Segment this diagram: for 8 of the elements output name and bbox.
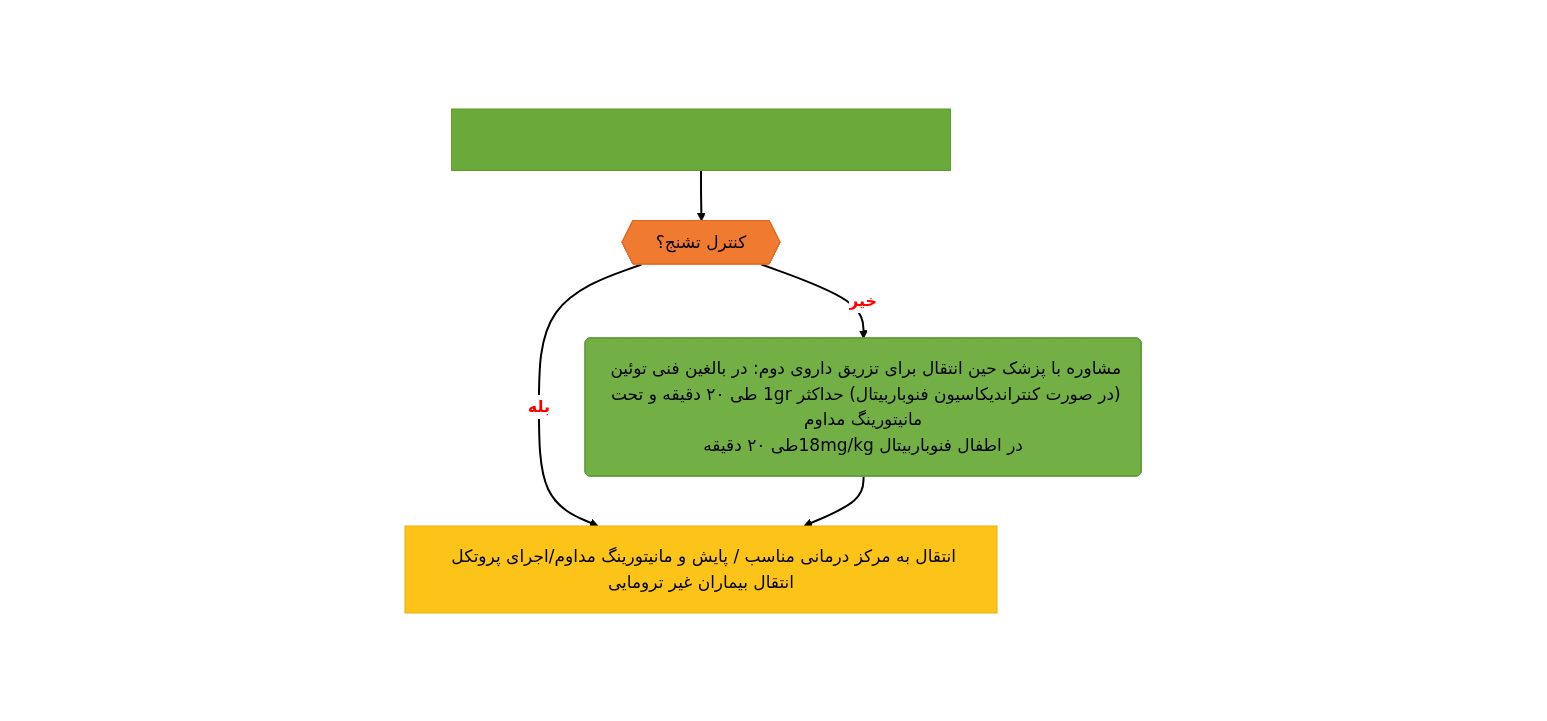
arrow (760, 263, 869, 339)
node-box: انتقال به مرکز درمانی مناسب / پایش و مانیتورینگ مداوم/اجرای پروتکل انتقال بیماران غیر ترومایی (404, 525, 998, 613)
arrow (538, 263, 643, 527)
arrow (804, 475, 866, 527)
edge-label: بله (528, 396, 551, 416)
node-bar (451, 108, 952, 171)
arrow (697, 169, 707, 221)
edge-label: خیر (849, 290, 878, 310)
